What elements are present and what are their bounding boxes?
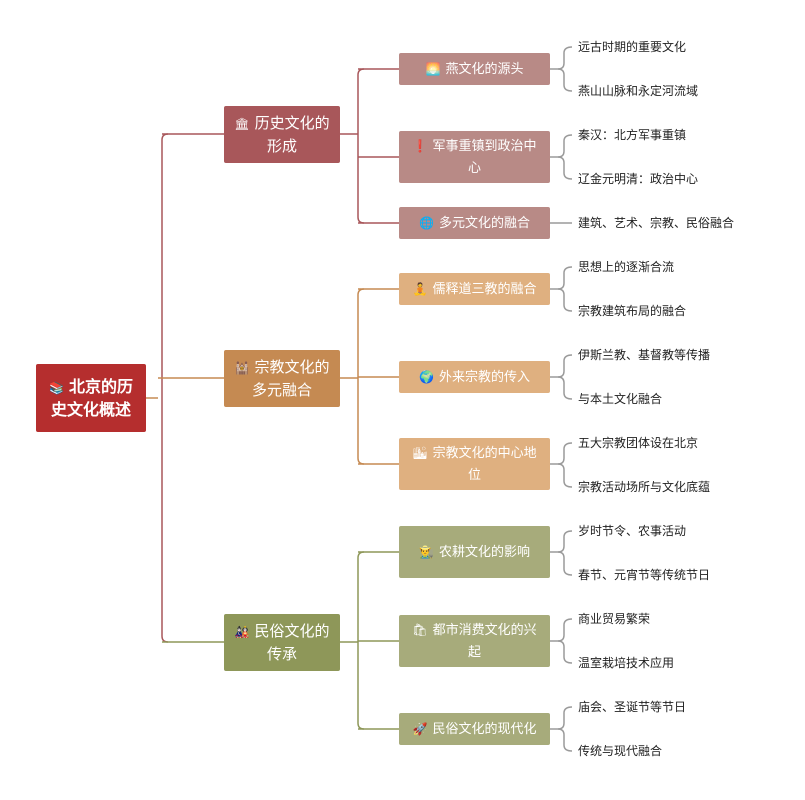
leaf-text: 商业贸易繁荣 — [578, 612, 651, 626]
classical-building-icon: 🏛 — [234, 117, 250, 131]
leaf-text: 燕山山脉和永定河流域 — [578, 84, 699, 98]
node-farming-influence[interactable]: 👨‍🌾 农耕文化的影响 — [399, 526, 550, 578]
city-icon: 🏙 — [412, 445, 428, 460]
root-label: 北京的历史文化概述 — [50, 376, 133, 419]
books-icon: 📚 — [49, 380, 64, 395]
branch-history-formation[interactable]: 🏛 历史文化的形成 — [224, 106, 340, 163]
leaf-text: 岁时节令、农事活动 — [578, 524, 687, 538]
shopping-bags-icon: 🛍 — [412, 622, 428, 637]
branch-folk-culture[interactable]: 🎎 民俗文化的传承 — [224, 614, 340, 671]
root-bracket — [161, 133, 169, 643]
node-label: 宗教文化的中心地位 — [432, 445, 537, 483]
leaf-curl — [557, 156, 573, 180]
leaf-curl — [550, 618, 573, 642]
leaf-text: 与本土文化融合 — [578, 392, 663, 406]
rocket-icon: 🚀 — [412, 721, 428, 736]
root-node[interactable]: 📚北京的历史文化概述 — [36, 364, 146, 432]
dolls-icon: 🎎 — [234, 625, 250, 639]
leaf-curl — [550, 266, 573, 290]
node-three-teachings[interactable]: 🧘 儒释道三教的融合 — [399, 273, 550, 305]
leaf-text: 伊斯兰教、基督教等传播 — [578, 348, 711, 362]
node-foreign-religions[interactable]: 🌍 外来宗教的传入 — [399, 361, 550, 393]
leaf-text: 远古时期的重要文化 — [578, 40, 687, 54]
meditation-icon: 🧘 — [412, 281, 428, 296]
leaf-curl — [557, 68, 573, 92]
leaf-text: 建筑、艺术、宗教、民俗融合 — [578, 216, 735, 230]
leaf-curl — [550, 442, 573, 465]
leaf-curl — [550, 46, 573, 70]
exclamation-icon: ❗ — [412, 138, 428, 153]
node-label: 军事重镇到政治中心 — [432, 138, 537, 176]
node-religious-center-status[interactable]: 🏙 宗教文化的中心地位 — [399, 438, 550, 490]
leaf-curl — [550, 530, 573, 553]
node-yan-culture-origin[interactable]: 🌅 燕文化的源头 — [399, 53, 550, 85]
node-label: 民俗文化的现代化 — [432, 721, 537, 737]
leaf-text: 辽金元明清：政治中心 — [578, 172, 699, 186]
node-label: 多元文化的融合 — [438, 215, 530, 231]
leaf-curl — [550, 706, 573, 730]
leaf-curl — [557, 551, 573, 576]
farmer-icon: 👨‍🌾 — [419, 544, 434, 559]
leaf-text: 思想上的逐渐合流 — [578, 260, 675, 274]
leaf-text: 春节、元宵节等传统节日 — [578, 568, 711, 582]
leaf-text: 温室栽培技术应用 — [578, 656, 675, 670]
node-multicultural-fusion[interactable]: 🌐 多元文化的融合 — [399, 207, 550, 239]
leaf-text: 传统与现代融合 — [578, 744, 663, 758]
globe-meridians-icon: 🌐 — [419, 215, 434, 230]
branch-label: 宗教文化的多元融合 — [251, 358, 330, 399]
leaf-curl — [557, 728, 573, 752]
leaf-curl — [557, 640, 573, 664]
node-label: 外来宗教的传入 — [438, 369, 530, 385]
leaf-curl — [550, 354, 573, 378]
sunrise-icon: 🌅 — [425, 61, 441, 76]
node-label: 农耕文化的影响 — [438, 544, 530, 560]
leaf-text: 五大宗教团体设在北京 — [578, 436, 699, 450]
leaf-curl — [550, 134, 573, 158]
temple-icon: 🕍 — [234, 361, 250, 375]
node-urban-consumer-culture[interactable]: 🛍 都市消费文化的兴起 — [399, 615, 550, 667]
node-military-to-political-center[interactable]: ❗ 军事重镇到政治中心 — [399, 131, 550, 183]
leaf-text: 秦汉：北方军事重镇 — [578, 128, 687, 142]
branch-bracket — [357, 68, 365, 224]
node-folk-modernization[interactable]: 🚀 民俗文化的现代化 — [399, 713, 550, 745]
leaf-curl — [557, 288, 573, 312]
leaf-text: 庙会、圣诞节等节日 — [578, 700, 687, 714]
globe-icon: 🌍 — [419, 369, 434, 384]
branch-label: 历史文化的形成 — [254, 114, 330, 155]
node-label: 都市消费文化的兴起 — [432, 622, 537, 660]
node-label: 儒释道三教的融合 — [432, 281, 537, 297]
leaf-text: 宗教活动场所与文化底蕴 — [578, 480, 711, 494]
leaf-curl — [557, 463, 573, 488]
leaf-text: 宗教建筑布局的融合 — [578, 304, 687, 318]
node-label: 燕文化的源头 — [445, 61, 524, 77]
leaf-curl — [557, 376, 573, 400]
branch-religious-fusion[interactable]: 🕍宗教文化的多元融合 — [224, 350, 340, 407]
branch-label: 民俗文化的传承 — [254, 622, 330, 663]
